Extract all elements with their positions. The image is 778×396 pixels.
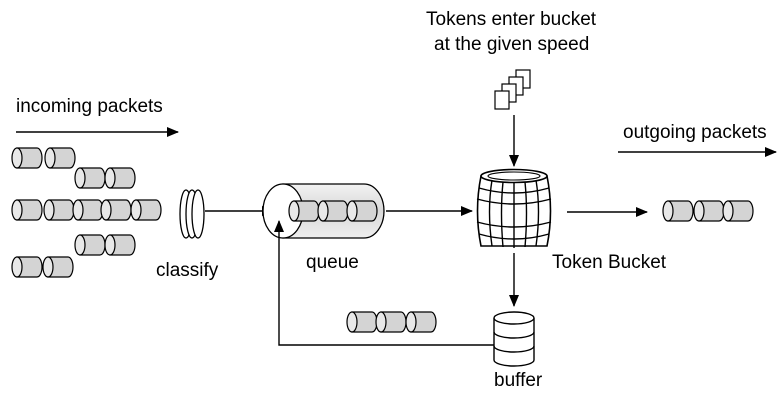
queue-packets: [288, 200, 378, 222]
packet-icon: [11, 256, 43, 278]
buffer-label: buffer: [494, 370, 543, 391]
queue-label: queue: [306, 252, 359, 273]
incoming-packets: [11, 147, 162, 278]
packet-icon: [346, 200, 378, 222]
packet-icon: [72, 199, 104, 221]
packet-icon: [405, 311, 437, 333]
packet-icon: [74, 234, 106, 256]
packet-icon: [375, 311, 407, 333]
packet-icon: [317, 200, 349, 222]
given-speed-label: at the given speed: [434, 34, 589, 55]
buffer-to-queue-arrow: [274, 220, 494, 346]
packet-icon: [722, 200, 754, 222]
packet-icon: [100, 199, 132, 221]
packet-icon: [11, 147, 43, 169]
incoming-packets-label: incoming packets: [16, 96, 163, 117]
token-bucket-label: Token Bucket: [552, 252, 667, 273]
packet-icon: [44, 147, 76, 169]
buffer-packets: [346, 311, 437, 333]
packet-icon: [11, 199, 43, 221]
packet-icon: [42, 256, 74, 278]
packet-icon: [693, 200, 725, 222]
outgoing-packets: [662, 200, 754, 222]
buffer-database-icon: [493, 311, 535, 367]
classifier-icon: [179, 189, 205, 239]
packet-icon: [662, 200, 694, 222]
packet-icon: [74, 167, 106, 189]
token-bucket-barrel-icon: [476, 168, 552, 248]
packet-icon: [130, 199, 162, 221]
outgoing-packets-label: outgoing packets: [623, 122, 767, 143]
packet-icon: [104, 234, 136, 256]
packet-icon: [104, 167, 136, 189]
packet-icon: [43, 199, 75, 221]
packet-icon: [346, 311, 378, 333]
packet-icon: [288, 200, 320, 222]
tokens-enter-label: Tokens enter bucket: [426, 9, 597, 30]
tokens-icon: [494, 69, 531, 110]
classify-label: classify: [156, 260, 219, 281]
